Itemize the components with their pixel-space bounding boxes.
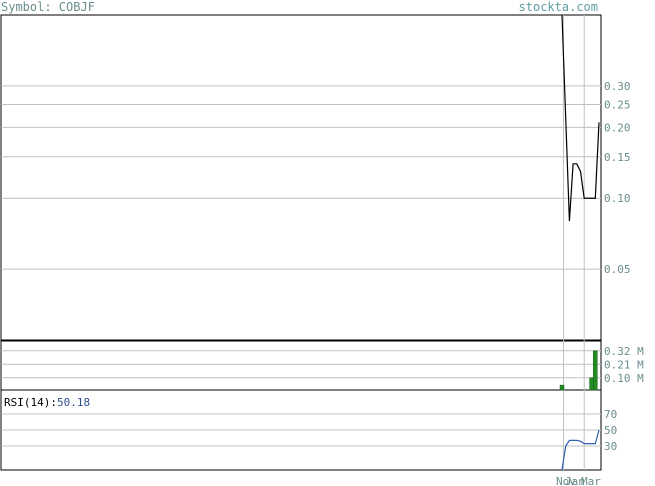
volume-bar (589, 377, 594, 391)
rsi-label: RSI(14):50.18 (4, 396, 90, 409)
price-tick-label: 0.05 (604, 263, 631, 276)
price-tick-label: 0.15 (604, 151, 631, 164)
volume-bar (559, 384, 565, 391)
rsi-current-value: 50.18 (57, 396, 90, 409)
x-tick-label: Jan (565, 475, 585, 486)
rsi-line (561, 429, 600, 471)
volume-tick-label: 0.10 M (604, 372, 644, 385)
volume-tick-label: 0.21 M (604, 358, 644, 371)
price-line (561, 14, 600, 222)
price-tick-label: 0.30 (604, 80, 631, 93)
symbol-label: Symbol: COBJF (1, 0, 95, 14)
price-panel-frame (0, 14, 602, 341)
x-tick-label: Mar (581, 475, 601, 486)
rsi-tick-label: 50 (604, 424, 617, 437)
site-label[interactable]: stockta.com (519, 0, 598, 14)
price-tick-label: 0.20 (604, 121, 631, 134)
volume-bar (593, 350, 598, 391)
price-tick-label: 0.10 (604, 192, 631, 205)
volume-tick-label: 0.32 M (604, 345, 644, 358)
volume-panel-frame (0, 340, 602, 391)
x-tick-label: Nov (556, 475, 576, 486)
rsi-tick-label: 70 (604, 408, 617, 421)
rsi-tick-label: 30 (604, 440, 617, 453)
rsi-label-text: RSI(14): (4, 396, 57, 409)
price-tick-label: 0.25 (604, 99, 631, 112)
